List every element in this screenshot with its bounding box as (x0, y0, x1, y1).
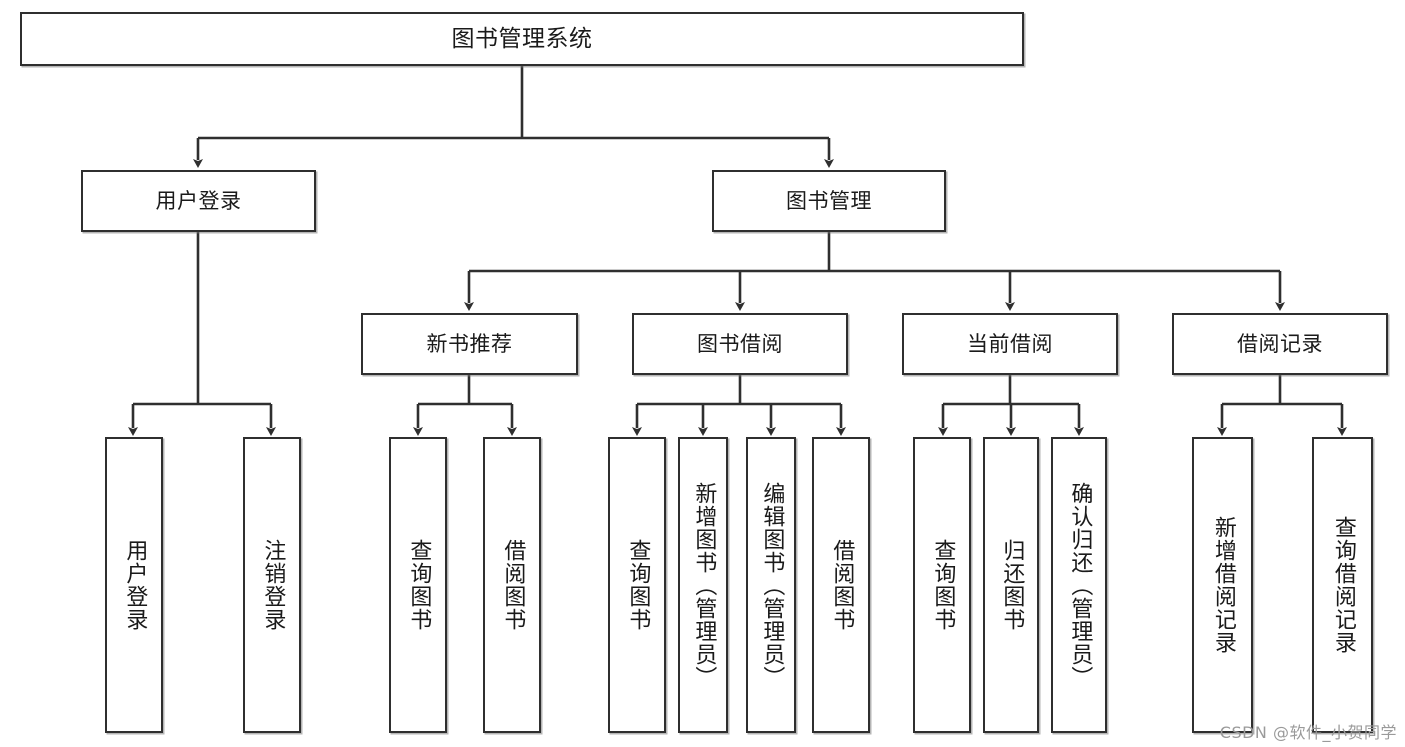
node-leaf-return-book[interactable]: 归还图书 (983, 437, 1039, 733)
node-label: 新增借阅记录 (1210, 516, 1236, 654)
node-root-system[interactable]: 图书管理系统 (20, 12, 1024, 66)
node-label: 编辑图书（管理员） (759, 481, 785, 689)
node-leaf-edit-book[interactable]: 编辑图书（管理员） (746, 437, 796, 733)
node-label: 借阅记录 (1237, 331, 1323, 356)
node-label: 新书推荐 (426, 331, 513, 356)
node-leaf-query-record[interactable]: 查询借阅记录 (1312, 437, 1373, 733)
node-label: 查询图书 (406, 539, 432, 631)
node-label: 当前借阅 (967, 331, 1053, 356)
node-label: 用户登录 (122, 539, 148, 631)
node-book-borrow[interactable]: 图书借阅 (632, 313, 848, 375)
node-label: 新增图书（管理员） (691, 481, 717, 689)
node-leaf-logout-login[interactable]: 注销登录 (243, 437, 301, 733)
node-leaf-confirm-return[interactable]: 确认归还（管理员） (1051, 437, 1107, 733)
node-new-book-recommend[interactable]: 新书推荐 (361, 313, 578, 375)
node-label: 借阅图书 (829, 539, 855, 631)
node-current-borrow[interactable]: 当前借阅 (902, 313, 1118, 375)
node-leaf-query-book-3[interactable]: 查询图书 (913, 437, 971, 733)
node-leaf-add-book[interactable]: 新增图书（管理员） (678, 437, 728, 733)
node-label: 查询借阅记录 (1330, 516, 1356, 654)
node-label: 确认归还（管理员） (1067, 481, 1093, 689)
node-label: 图书管理系统 (451, 25, 593, 52)
node-borrow-record[interactable]: 借阅记录 (1172, 313, 1388, 375)
node-label: 归还图书 (999, 539, 1025, 631)
node-label: 图书借阅 (697, 331, 783, 356)
node-leaf-user-login[interactable]: 用户登录 (105, 437, 163, 733)
node-user-login[interactable]: 用户登录 (81, 170, 316, 232)
node-label: 注销登录 (260, 539, 286, 631)
node-label: 查询图书 (930, 539, 956, 631)
node-label: 借阅图书 (500, 539, 526, 631)
node-leaf-add-record[interactable]: 新增借阅记录 (1192, 437, 1253, 733)
node-leaf-borrow-book-2[interactable]: 借阅图书 (812, 437, 870, 733)
node-label: 查询图书 (625, 539, 651, 631)
node-book-manage[interactable]: 图书管理 (712, 170, 946, 232)
node-leaf-query-book-1[interactable]: 查询图书 (389, 437, 447, 733)
node-label: 图书管理 (786, 188, 872, 213)
node-leaf-borrow-book-1[interactable]: 借阅图书 (483, 437, 541, 733)
node-label: 用户登录 (155, 188, 242, 213)
node-leaf-query-book-2[interactable]: 查询图书 (608, 437, 666, 733)
